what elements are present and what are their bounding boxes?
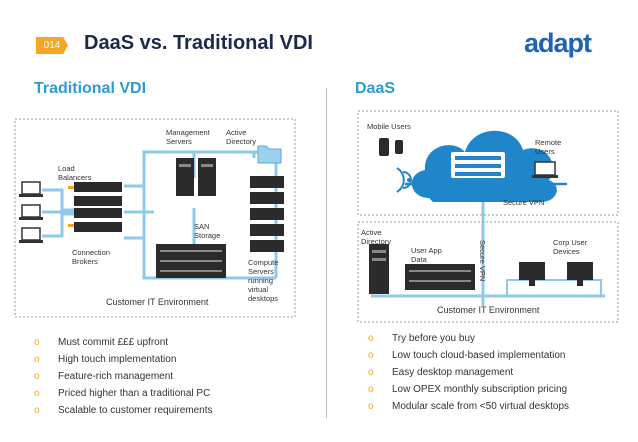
- active-directory-label: Active Directory: [361, 228, 392, 246]
- active-directory-label: Active Directory: [226, 128, 257, 146]
- bullet-icon: o: [368, 401, 374, 412]
- bullet-icon: o: [368, 367, 374, 378]
- bullet-icon: o: [368, 384, 374, 395]
- corp-user-devices-label: Corp User Devices: [553, 238, 588, 256]
- bullet-icon: o: [34, 405, 40, 416]
- compute-servers-label: Compute Servers running virtual desktops: [248, 258, 279, 303]
- mobile-users-label: Mobile Users: [367, 122, 411, 131]
- san-storage-label: SAN Storage: [194, 222, 221, 240]
- bullet-icon: o: [368, 333, 374, 344]
- remote-users-label: Remote Users: [535, 138, 562, 156]
- secure-vpn-vertical-label: Secure VPN: [478, 240, 487, 282]
- traditional-vdi-heading: Traditional VDI: [34, 80, 147, 97]
- daas-heading: DaaS: [355, 80, 396, 97]
- slide-title: DaaS vs. Traditional VDI: [84, 32, 313, 54]
- bullet-icon: o: [34, 354, 40, 365]
- bullet-icon: o: [368, 350, 374, 361]
- bullet-icon: o: [34, 371, 40, 382]
- customer-it-environment-label: Customer IT Environment: [437, 305, 540, 315]
- user-app-data-label: User App Data: [411, 246, 442, 264]
- secure-vpn-horizontal-label: Secure VPN: [503, 198, 545, 207]
- bullet-icon: o: [34, 388, 40, 399]
- bullet-icon: o: [34, 337, 40, 348]
- column-divider: [326, 88, 327, 418]
- customer-it-environment-label: Customer IT Environment: [106, 297, 209, 307]
- laptop-icon: [19, 181, 43, 243]
- load-balancers-label: Load Balancers: [58, 164, 92, 182]
- daas-diagram: Mobile Users Remote Users Secure VPN Act…: [357, 110, 619, 324]
- slide-number-badge: 014: [36, 37, 68, 54]
- management-servers-label: Management Servers: [166, 128, 210, 146]
- traditional-vdi-diagram: Management Servers Active Directory Load…: [14, 118, 296, 318]
- adapt-logo: adapt: [524, 28, 592, 58]
- connection-brokers-label: Connection Brokers: [72, 248, 110, 266]
